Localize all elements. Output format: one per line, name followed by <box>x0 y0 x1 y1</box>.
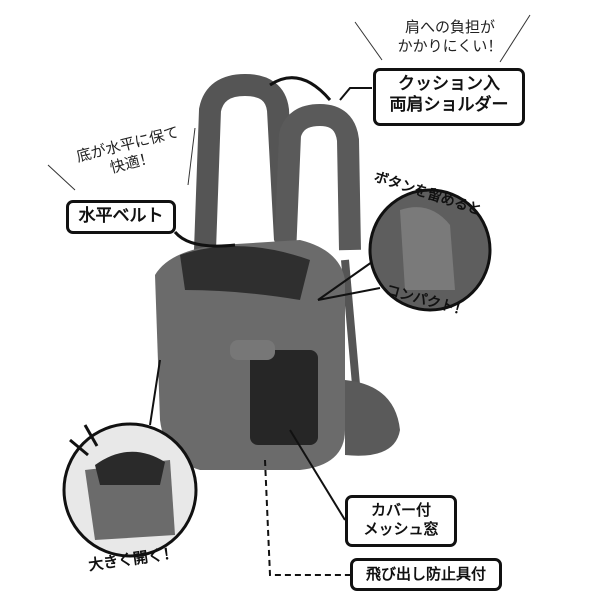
cover-roll <box>230 340 275 360</box>
right-shoulder-strap <box>274 103 361 256</box>
mesh-label-line1: カバー付 <box>370 501 431 519</box>
shoulder-note: 肩への負担が かかりにくい！ <box>385 18 515 56</box>
escape-label: 飛び出し防止具付 <box>350 558 502 591</box>
shoulder-note-line2: かかりにくい！ <box>397 37 503 55</box>
shoulder-label-line2: 両肩ショルダー <box>389 95 509 115</box>
mesh-window <box>250 350 318 445</box>
shoulder-note-line1: 肩への負担が <box>404 18 495 36</box>
left-shoulder-strap <box>194 73 296 251</box>
top-mesh <box>180 246 310 300</box>
belt-label: 水平ベルト <box>66 200 176 234</box>
shoulder-label-line1: クッション入 <box>398 74 500 94</box>
mesh-label-line2: メッシュ窓 <box>363 520 439 538</box>
back-pad <box>345 380 400 456</box>
shoulder-label: クッション入 両肩ショルダー <box>373 68 525 126</box>
mesh-label: カバー付 メッシュ窓 <box>345 495 457 547</box>
